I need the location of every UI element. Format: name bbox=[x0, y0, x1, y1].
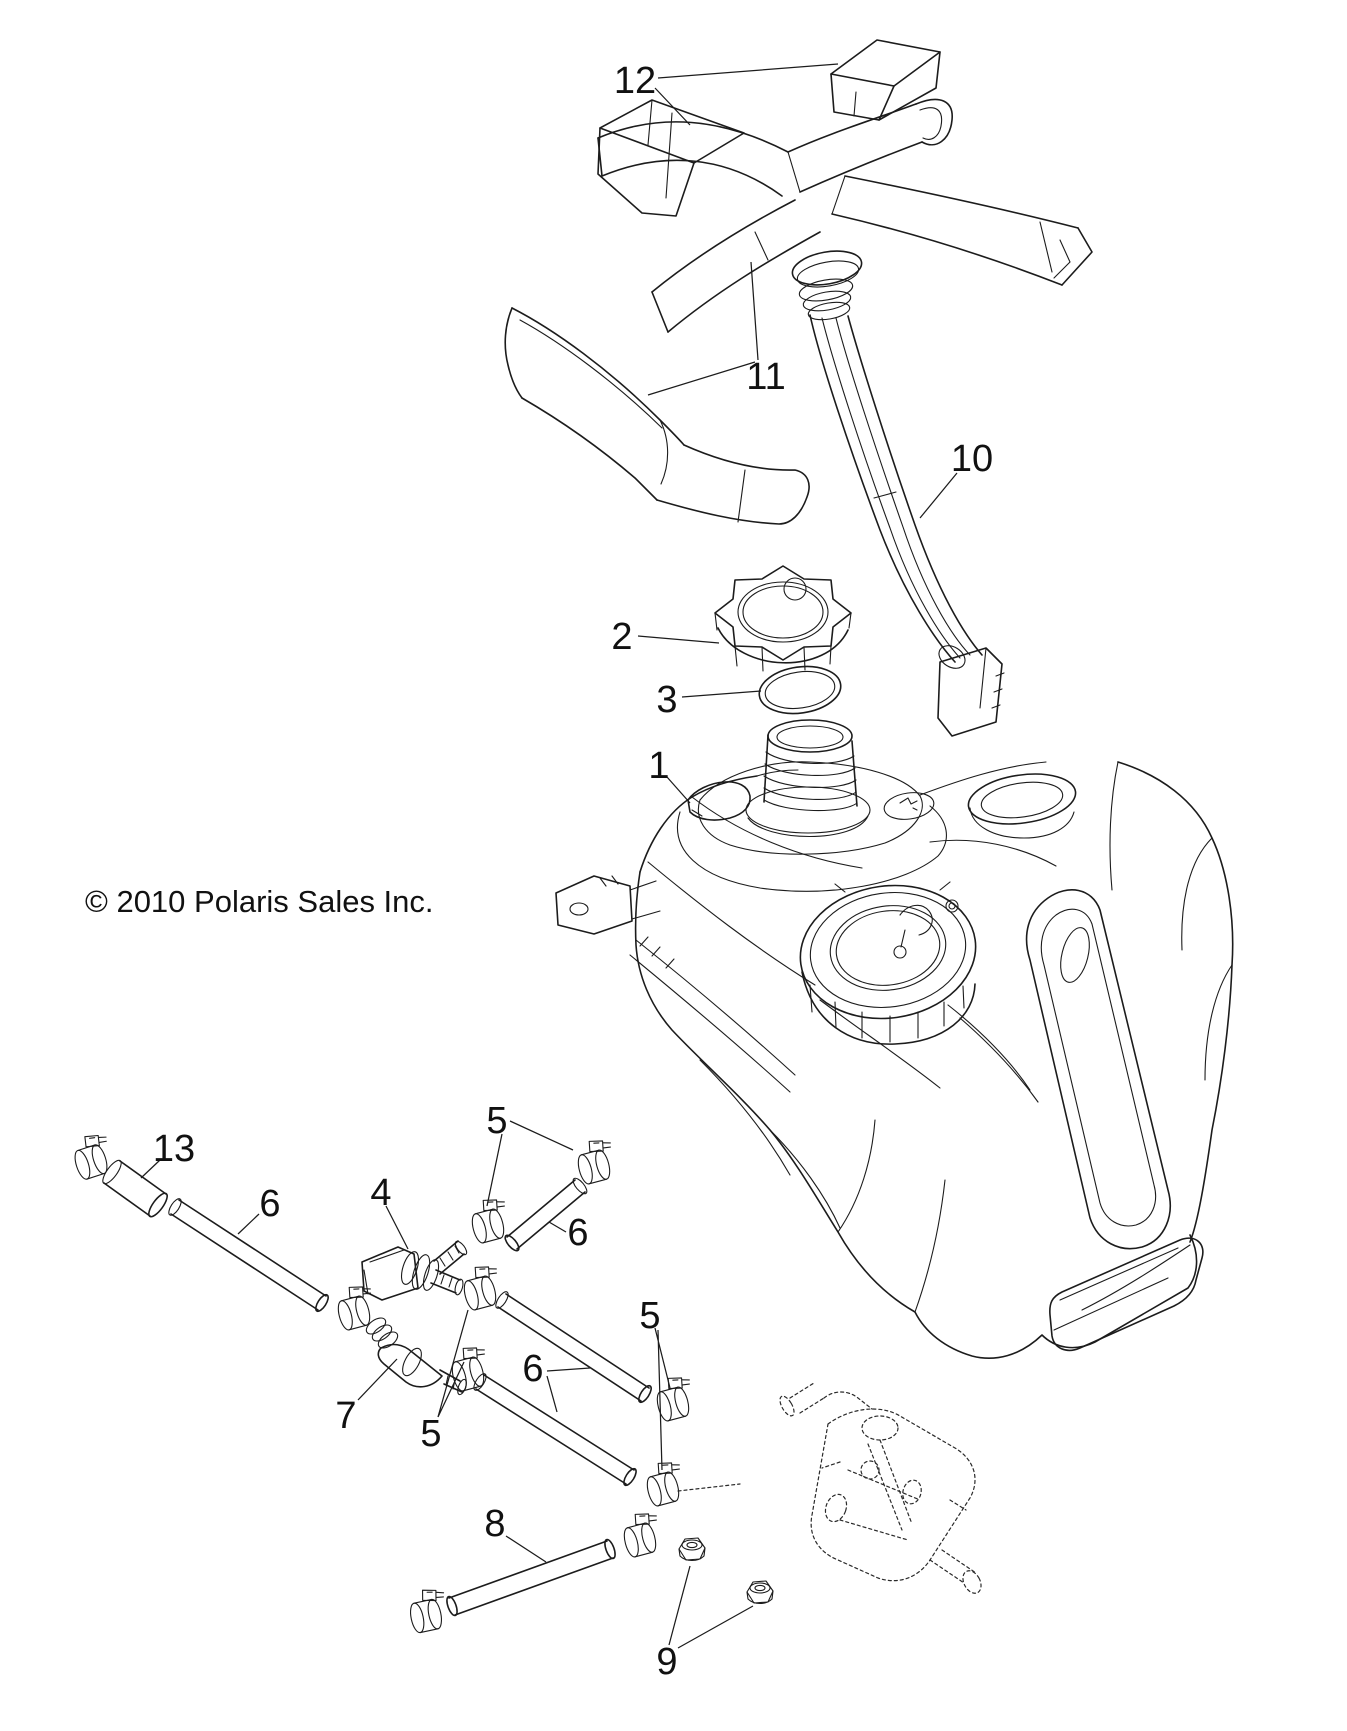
hose-13 bbox=[102, 1159, 168, 1218]
callout-5b: 5 bbox=[639, 1295, 660, 1337]
cap-seal bbox=[758, 665, 842, 715]
hose-6c bbox=[495, 1291, 652, 1404]
fuel-cap bbox=[714, 565, 852, 672]
hose-8 bbox=[446, 1538, 616, 1617]
callout-11: 11 bbox=[746, 356, 785, 398]
callout-7: 7 bbox=[335, 1395, 356, 1437]
callout-5c: 5 bbox=[420, 1413, 441, 1455]
hose-6a bbox=[168, 1198, 329, 1313]
callout-leaders bbox=[140, 63, 958, 1649]
callout-13: 13 bbox=[153, 1128, 195, 1170]
callout-9: 9 bbox=[656, 1641, 677, 1683]
callout-4: 4 bbox=[370, 1172, 391, 1214]
foam-strip bbox=[504, 307, 810, 525]
callout-6b: 6 bbox=[567, 1212, 588, 1254]
callout-8: 8 bbox=[484, 1503, 505, 1545]
hose-6b bbox=[504, 1177, 588, 1252]
callout-5a: 5 bbox=[486, 1100, 507, 1142]
callout-6a: 6 bbox=[259, 1183, 280, 1225]
copyright-text: © 2010 Polaris Sales Inc. bbox=[85, 884, 434, 919]
callout-2: 2 bbox=[611, 616, 632, 658]
flange-nuts bbox=[678, 1537, 774, 1605]
callout-10: 10 bbox=[951, 438, 993, 480]
callout-1: 1 bbox=[648, 745, 669, 787]
fuel-tank bbox=[555, 719, 1234, 1359]
foam-pad-left bbox=[597, 99, 745, 217]
fuel-pump-phantom bbox=[677, 1382, 982, 1594]
callout-6c: 6 bbox=[522, 1348, 543, 1390]
vent-tube bbox=[791, 250, 1005, 737]
check-valve bbox=[361, 1240, 468, 1301]
hose-6d bbox=[473, 1373, 637, 1487]
callout-3: 3 bbox=[656, 679, 677, 721]
frame-support bbox=[597, 98, 1093, 333]
callout-12: 12 bbox=[614, 60, 656, 102]
callout-labels: 12 11 10 2 3 1 13 6 4 5 6 5 6 5 7 8 9 bbox=[153, 60, 993, 1683]
foam-pad-upper bbox=[830, 39, 941, 121]
outlet-fitting bbox=[365, 1317, 467, 1396]
